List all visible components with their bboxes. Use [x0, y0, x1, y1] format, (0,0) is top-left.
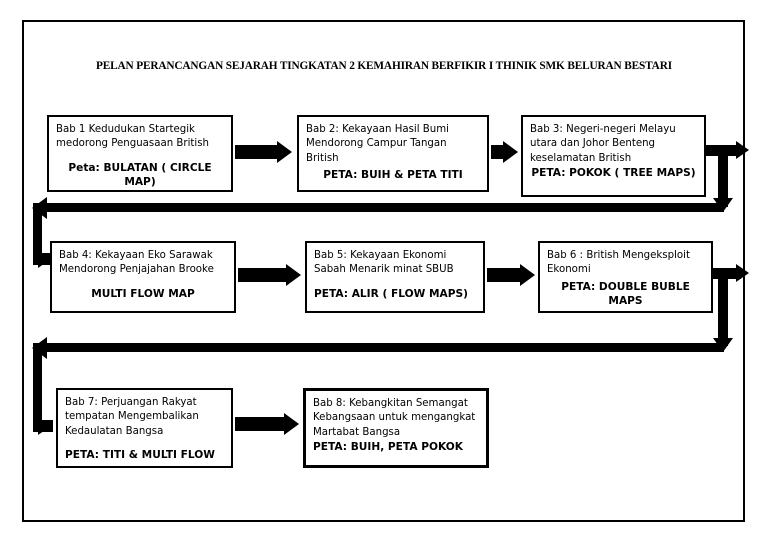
connector-bab1-to-bab2-arrowhead	[277, 141, 292, 163]
connector-bab6-exit-arrowhead	[736, 264, 749, 282]
connector-bab5-to-bab6-arrowhead	[520, 264, 535, 286]
node-bab-6[interactable]: Bab 6 : British Mengeksploit Ekonomi PET…	[538, 241, 713, 313]
connector-row1-drop-line	[33, 203, 42, 260]
node-bab-2-map: PETA: BUIH & PETA TITI	[323, 169, 463, 182]
connector-bab5-to-bab6-line	[487, 268, 522, 282]
connector-row2-drop-line	[33, 343, 42, 427]
connector-bab4-to-bab5-arrowhead	[286, 264, 301, 286]
connector-bab7-to-bab8-line	[235, 417, 286, 431]
node-bab-6-map: PETA: DOUBLE BUBLE MAPS	[561, 280, 690, 308]
node-bab-1-map: Peta: BULATAN ( CIRCLE MAP)	[68, 161, 212, 189]
node-bab-5-map: PETA: ALIR ( FLOW MAPS)	[314, 287, 468, 300]
node-bab-8[interactable]: Bab 8: Kebangkitan Semangat Kebangsaan u…	[303, 388, 489, 468]
node-bab-3[interactable]: Bab 3: Negeri-negeri Melayu utara dan Jo…	[521, 115, 706, 197]
connector-bab3-down-line	[718, 145, 728, 207]
connector-bab2-to-bab3-line	[491, 145, 505, 159]
connector-bab3-exit-arrowhead	[736, 141, 749, 159]
page-title: PELAN PERANCANGAN SEJARAH TINGKATAN 2 KE…	[96, 60, 672, 72]
node-bab-5-heading: Bab 5: Kekayaan Ekonomi Sabah Menarik mi…	[314, 250, 454, 276]
node-bab-4-map: MULTI FLOW MAP	[91, 287, 195, 300]
node-bab-2[interactable]: Bab 2: Kekayaan Hasil Bumi Mendorong Cam…	[297, 115, 489, 192]
node-bab-4-heading: Bab 4: Kekayaan Eko Sarawak Mendorong Pe…	[59, 250, 214, 276]
node-bab-6-heading: Bab 6 : British Mengeksploit Ekonomi	[547, 250, 690, 276]
node-bab-5[interactable]: Bab 5: Kekayaan Ekonomi Sabah Menarik mi…	[305, 241, 485, 313]
connector-bab7-to-bab8-arrowhead	[284, 413, 299, 435]
node-bab-3-map: PETA: POKOK ( TREE MAPS)	[531, 167, 696, 180]
connector-bab6-down-line	[718, 268, 728, 346]
node-bab-7[interactable]: Bab 7: Perjuangan Rakyat tempatan Mengem…	[56, 388, 233, 468]
connector-row2-entry-arrowhead	[38, 417, 51, 435]
node-bab-4[interactable]: Bab 4: Kekayaan Eko Sarawak Mendorong Pe…	[50, 241, 236, 313]
connector-bab4-to-bab5-line	[238, 268, 288, 282]
connector-row1-return-line	[42, 203, 724, 212]
connector-bab2-to-bab3-arrowhead	[503, 141, 518, 163]
connector-row1-entry-arrowhead	[38, 250, 51, 268]
node-bab-8-heading: Bab 8: Kebangkitan Semangat Kebangsaan u…	[313, 398, 476, 438]
node-bab-8-map: PETA: BUIH, PETA POKOK	[313, 441, 463, 454]
node-bab-2-heading: Bab 2: Kekayaan Hasil Bumi Mendorong Cam…	[306, 124, 450, 164]
node-bab-3-heading: Bab 3: Negeri-negeri Melayu utara dan Jo…	[530, 124, 676, 164]
node-bab-7-map: PETA: TITI & MULTI FLOW	[65, 449, 215, 462]
node-bab-1-heading: Bab 1 Kedudukan Startegik medorong Pengu…	[56, 124, 210, 150]
connector-bab1-to-bab2-line	[235, 145, 279, 159]
connector-row2-return-line	[42, 343, 724, 352]
node-bab-1[interactable]: Bab 1 Kedudukan Startegik medorong Pengu…	[47, 115, 233, 192]
node-bab-7-heading: Bab 7: Perjuangan Rakyat tempatan Mengem…	[65, 397, 199, 437]
